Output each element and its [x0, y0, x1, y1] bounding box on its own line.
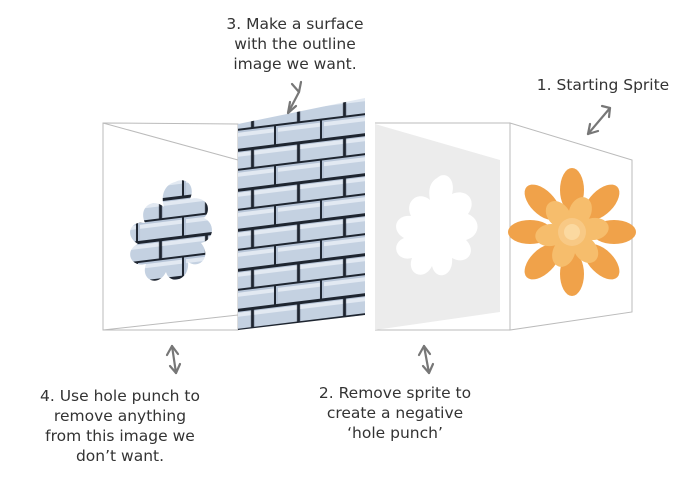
step-1-label: 1. Starting Sprite — [518, 75, 688, 95]
frame-edge — [102, 314, 239, 331]
frame-lines — [102, 122, 633, 331]
hole-punch-mask-icon — [375, 124, 500, 330]
label-line: 4. Use hole punch to — [40, 387, 200, 405]
label-line: don’t want. — [75, 447, 165, 465]
flower-sprite-icon — [508, 168, 636, 296]
label-line: ‘hole punch’ — [347, 424, 443, 442]
label-line: create a negative — [326, 404, 464, 422]
label-line: 3. Make a surface — [226, 15, 364, 33]
frame-edge — [102, 122, 239, 161]
step-3-label: 3. Make a surface with the outline image… — [210, 14, 380, 74]
arrow-icon — [417, 344, 435, 375]
brick-texture-icon — [238, 98, 365, 330]
label-line: from this image we — [45, 427, 195, 445]
label-line: 1. Starting Sprite — [536, 76, 670, 94]
label-line: image we want. — [233, 55, 357, 73]
label-line: 2. Remove sprite to — [318, 384, 472, 402]
label-line: with the outline — [234, 35, 356, 53]
step-4-label: 4. Use hole punch to remove anything fro… — [4, 386, 236, 466]
arrows — [165, 80, 612, 375]
step-2-label: 2. Remove sprite to create a negative ‘h… — [290, 383, 500, 443]
label-line: remove anything — [53, 407, 187, 425]
hole-punched-result-icon — [130, 180, 212, 281]
arrow-icon — [586, 104, 612, 136]
arrow-icon — [286, 80, 303, 115]
arrow-icon — [165, 344, 182, 375]
